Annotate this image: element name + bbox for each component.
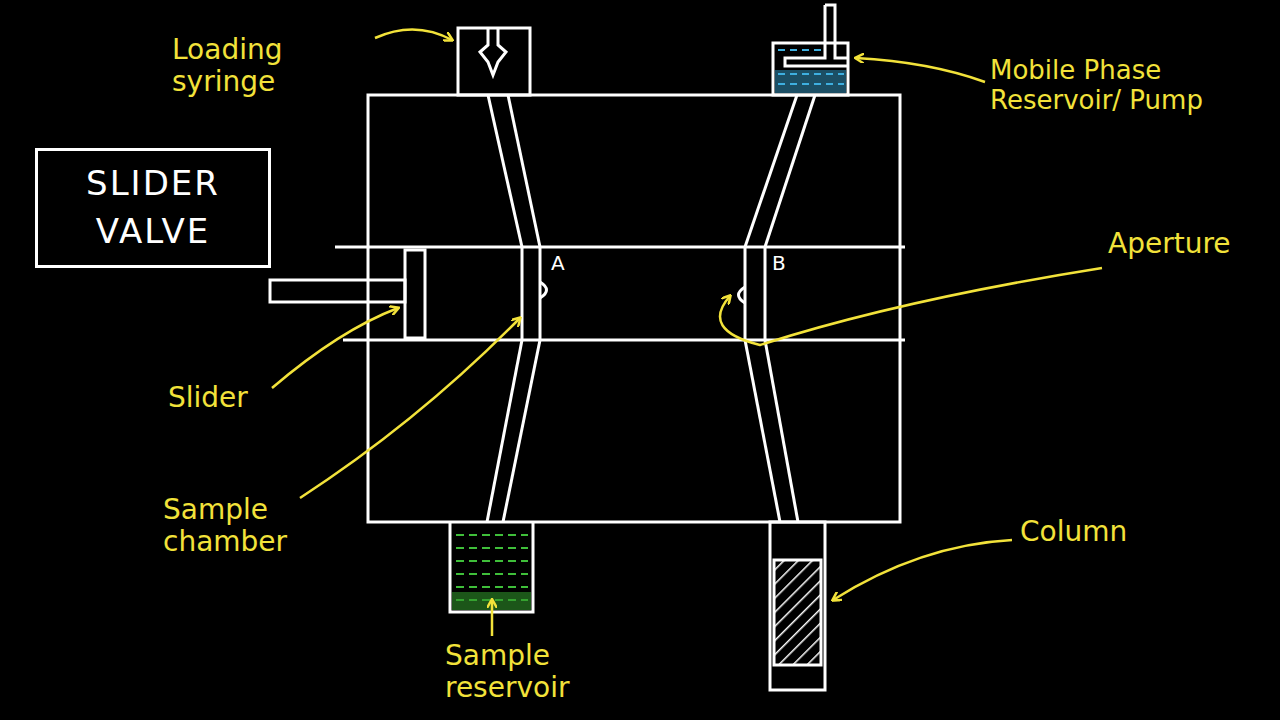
part-label: Column — [1020, 516, 1180, 548]
aperture — [540, 282, 547, 298]
part-label: Loading syringe — [172, 34, 342, 98]
slider-head — [405, 250, 425, 338]
pump-piston — [785, 5, 848, 66]
column-packing — [774, 560, 821, 665]
sample-chamber — [521, 247, 524, 340]
sample-liquid — [456, 535, 528, 600]
title-box: SLIDER VALVE — [35, 148, 271, 268]
mobile-phase-reservoir — [773, 43, 848, 95]
mobile-phase-liquid — [775, 70, 846, 93]
slider-rod — [270, 280, 405, 302]
valve-body — [368, 95, 900, 522]
part-label: Sample chamber — [163, 494, 363, 558]
part-label: Sample reservoir — [445, 640, 655, 704]
part-label: Slider — [168, 382, 288, 414]
port-letter: B — [772, 252, 802, 275]
column — [770, 522, 825, 690]
part-label: Mobile Phase Reservoir/ Pump — [990, 56, 1210, 116]
port-letter: A — [551, 252, 581, 275]
title-text: SLIDER VALVE — [53, 160, 253, 255]
slider-channel — [335, 246, 905, 249]
loading-syringe — [458, 28, 530, 95]
syringe-needle — [480, 28, 506, 75]
aperture — [739, 287, 746, 303]
leader-arrow — [272, 29, 1102, 636]
slider-channel — [343, 339, 905, 342]
part-label: Aperture — [1108, 228, 1273, 260]
sample-reservoir — [450, 522, 533, 612]
